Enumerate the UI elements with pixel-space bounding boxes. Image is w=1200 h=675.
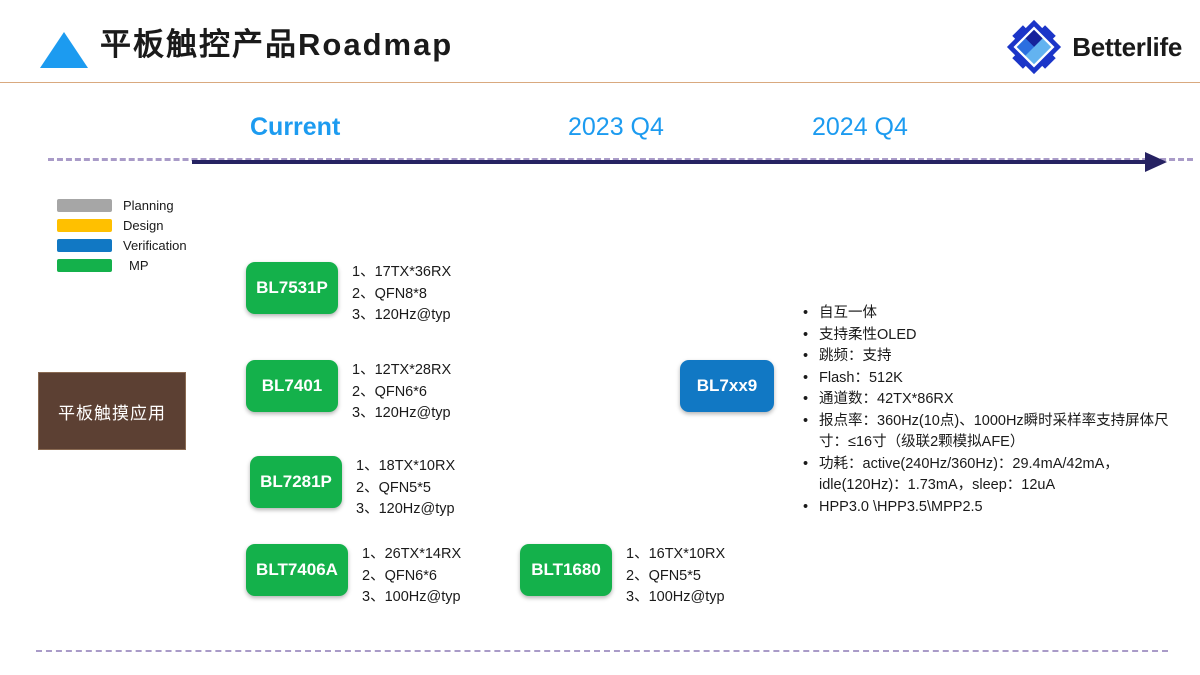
product-spec-line: 2、QFN6*6 (352, 383, 427, 400)
legend-item-mp: MP (57, 257, 187, 274)
product-spec-line: 1、26TX*14RX (362, 546, 462, 562)
feature-item: 支持柔性OLED (800, 325, 1192, 347)
legend-label: Planning (123, 198, 174, 213)
footer-divider (36, 650, 1168, 652)
arrow-right-icon (1145, 152, 1167, 172)
header-divider (0, 82, 1200, 83)
product-spec-line: 1、12TX*28RX (352, 362, 452, 378)
timeline-phase-label: 2023 Q4 (568, 113, 664, 141)
product-spec-line: 2、QFN5*5 (356, 479, 431, 496)
page-title: 平板触控产品Roadmap (100, 27, 454, 62)
brand-name: Betterlife (1072, 32, 1182, 62)
legend-swatch-mp (57, 259, 112, 272)
legend-swatch-planning (57, 199, 112, 212)
legend-item-verification: Verification (57, 237, 187, 254)
product-bl7xx9[interactable]: BL7xx9 (680, 360, 774, 412)
feature-item: 通道数：42TX*86RX (800, 389, 1192, 411)
product-specs: 1、18TX*10RX 2、QFN5*5 3、120Hz@typ (356, 456, 455, 521)
product-spec-line: 2、QFN8*8 (352, 285, 427, 302)
triangle-up-icon (40, 32, 88, 68)
product-blt1680[interactable]: BLT1680 1、16TX*10RX 2、QFN5*5 3、100Hz@typ (520, 544, 725, 609)
legend-item-planning: Planning (57, 197, 187, 214)
product-bl7531p[interactable]: BL7531P 1、17TX*36RX 2、QFN8*8 3、120Hz@typ (246, 262, 451, 327)
product-spec-line: 2、QFN6*6 (362, 567, 437, 584)
product-spec-line: 1、17TX*36RX (352, 264, 452, 280)
product-spec-line: 1、16TX*10RX (626, 546, 726, 562)
feature-bullet-list: 自互一体支持柔性OLED跳频：支持Flash：512K通道数：42TX*86RX… (800, 303, 1192, 518)
feature-item: 功耗：active(240Hz/360Hz)：29.4mA/42mA，idle(… (800, 454, 1192, 497)
application-category-box: 平板触摸应用 (38, 372, 186, 450)
feature-item: 自互一体 (800, 303, 1192, 325)
timeline-dashed-line (48, 158, 1193, 161)
legend-swatch-verification (57, 239, 112, 252)
product-chip[interactable]: BL7531P (246, 262, 338, 314)
legend-label: Verification (123, 238, 187, 253)
legend-swatch-design (57, 219, 112, 232)
brand-logo: Betterlife (1005, 18, 1182, 76)
product-spec-line: 3、120Hz@typ (356, 501, 455, 517)
feature-item: HPP3.0 \HPP3.5\MPP2.5 (800, 497, 1192, 519)
product-chip[interactable]: BLT1680 (520, 544, 612, 596)
legend-label: MP (129, 258, 149, 273)
product-chip[interactable]: BLT7406A (246, 544, 348, 596)
product-specs: 1、16TX*10RX 2、QFN5*5 3、100Hz@typ (626, 544, 725, 609)
legend-label: Design (123, 218, 164, 233)
product-chip[interactable]: BL7xx9 (680, 360, 774, 412)
product-specs: 1、12TX*28RX 2、QFN6*6 3、120Hz@typ (352, 360, 451, 425)
product-chip[interactable]: BL7401 (246, 360, 338, 412)
feature-item: 报点率：360Hz(10点)、1000Hz瞬时采样率支持屏体尺寸：≤16寸（级联… (800, 411, 1192, 454)
betterlife-diamond-logo-icon (1007, 19, 1062, 75)
product-spec-line: 1、18TX*10RX (356, 458, 456, 474)
product-spec-line: 3、100Hz@typ (362, 589, 461, 605)
product-spec-line: 3、120Hz@typ (352, 405, 451, 421)
product-spec-line: 3、100Hz@typ (626, 589, 725, 605)
timeline-solid-line (192, 160, 1147, 164)
product-spec-line: 2、QFN5*5 (626, 567, 701, 584)
product-spec-line: 3、120Hz@typ (352, 307, 451, 323)
timeline-phase-label: Current (250, 113, 341, 141)
feature-item: Flash：512K (800, 368, 1192, 390)
product-blt7406a[interactable]: BLT7406A 1、26TX*14RX 2、QFN6*6 3、100Hz@typ (246, 544, 461, 609)
product-bl7401[interactable]: BL7401 1、12TX*28RX 2、QFN6*6 3、120Hz@typ (246, 360, 451, 425)
timeline-phase-label: 2024 Q4 (812, 113, 908, 141)
product-specs: 1、17TX*36RX 2、QFN8*8 3、120Hz@typ (352, 262, 451, 327)
product-chip[interactable]: BL7281P (250, 456, 342, 508)
product-specs: 1、26TX*14RX 2、QFN6*6 3、100Hz@typ (362, 544, 461, 609)
feature-item: 跳频：支持 (800, 346, 1192, 368)
legend-item-design: Design (57, 217, 187, 234)
product-bl7281p[interactable]: BL7281P 1、18TX*10RX 2、QFN5*5 3、120Hz@typ (250, 456, 455, 521)
